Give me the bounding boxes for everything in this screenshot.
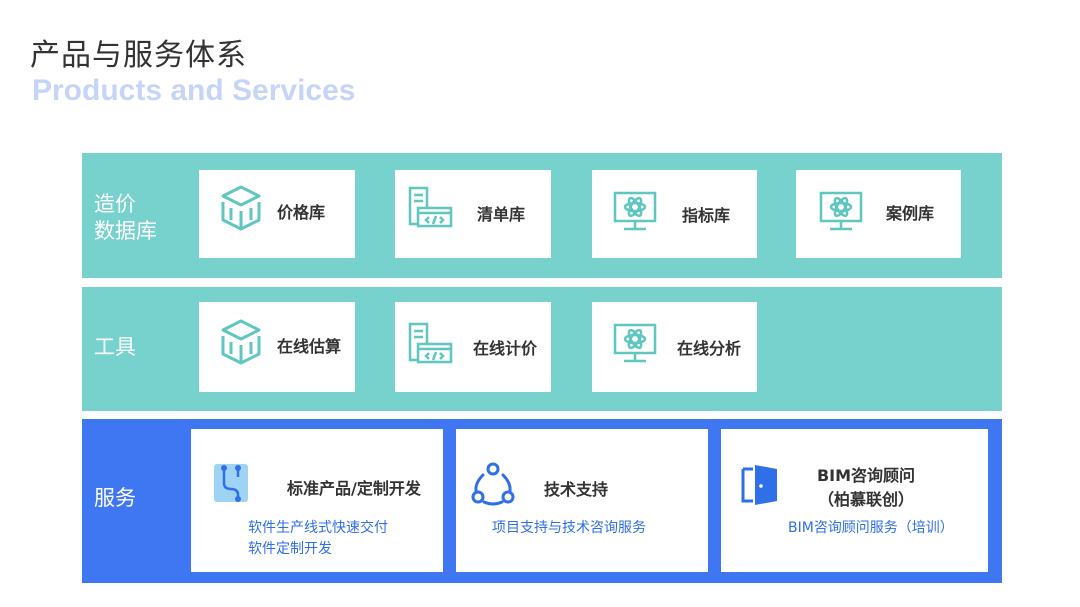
service-description: 软件生产线式快速交付 软件定制开发 (248, 520, 388, 557)
card-label: 在线计价 (473, 339, 538, 358)
cube-icon (221, 319, 261, 365)
service-description: 项目支持与技术咨询服务 (492, 520, 646, 536)
service-title: 技术支持 (544, 480, 609, 499)
atom-monitor-icon (613, 323, 657, 363)
code-window-icon (408, 186, 453, 228)
card-label: 指标库 (682, 206, 731, 225)
service-title: 标准产品/定制开发 (287, 479, 421, 498)
card-online-analysis[interactable]: 在线分析 (592, 302, 757, 392)
card-label: 在线分析 (677, 339, 742, 358)
card-bim-consulting[interactable]: BIM咨询顾问 （柏慕联创） BIM咨询顾问服务（培训） (721, 429, 988, 572)
card-online-estimate[interactable]: 在线估算 (199, 302, 355, 392)
service-description: BIM咨询顾问服务（培训） (788, 520, 954, 536)
atom-monitor-icon (819, 191, 863, 231)
page-subtitle: Products and Services (32, 74, 356, 107)
card-price-library[interactable]: 价格库 (199, 170, 355, 258)
tools-band: 工具 在线估算 在线计价 (82, 287, 1002, 411)
services-label: 服务 (94, 486, 136, 510)
service-title: BIM咨询顾问 （柏慕联创） (816, 466, 916, 509)
card-standard-product[interactable]: 标准产品/定制开发 软件生产线式快速交付 软件定制开发 (191, 429, 443, 572)
share-nodes-icon (471, 462, 515, 506)
code-window-icon (408, 322, 453, 364)
card-tech-support[interactable]: 技术支持 项目支持与技术咨询服务 (456, 429, 708, 572)
card-label: 在线估算 (277, 337, 342, 356)
card-case-library[interactable]: 案例库 (796, 170, 961, 258)
card-index-library[interactable]: 指标库 (592, 170, 757, 258)
tools-label: 工具 (94, 335, 136, 359)
card-label: 价格库 (277, 203, 326, 222)
workflow-icon (214, 464, 248, 502)
page-title: 产品与服务体系 (30, 38, 247, 73)
card-label: 案例库 (886, 204, 935, 223)
database-label: 造价 数据库 (94, 192, 157, 243)
card-bill-library[interactable]: 清单库 (395, 170, 551, 258)
services-band: 服务 标准产品/定制开发 软件生产线式快速交付 软件定制开发 (82, 419, 1002, 583)
database-band: 造价 数据库 价格库 清单库 (82, 153, 1002, 278)
card-online-pricing[interactable]: 在线计价 (395, 302, 551, 392)
cube-icon (221, 185, 261, 231)
card-label: 清单库 (477, 205, 526, 224)
door-icon (741, 465, 777, 505)
atom-monitor-icon (613, 191, 657, 231)
